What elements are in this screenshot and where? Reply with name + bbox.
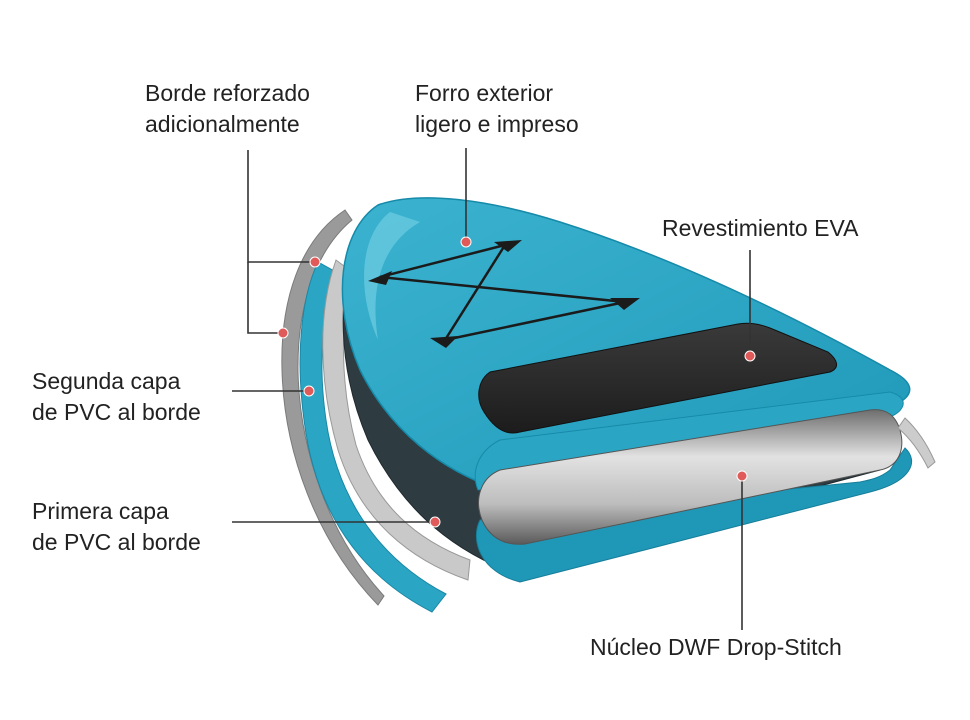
deck-highlight bbox=[364, 212, 420, 340]
marker-borde-upper bbox=[309, 256, 321, 268]
anchor-4 bbox=[430, 336, 458, 348]
anchor-1 bbox=[368, 271, 392, 285]
marker-primera bbox=[429, 516, 441, 528]
board-bottom-rail bbox=[475, 447, 913, 583]
marker-segunda bbox=[303, 385, 315, 397]
anchor-2 bbox=[494, 240, 522, 252]
bungee-cords bbox=[379, 243, 626, 342]
inner-pvc-strip-gray bbox=[322, 259, 471, 581]
label-segunda-line2: de PVC al borde bbox=[32, 399, 201, 425]
label-segunda-line1: Segunda capa bbox=[32, 368, 181, 394]
marker-eva bbox=[744, 350, 756, 362]
label-nucleo: Núcleo DWF Drop-Stitch bbox=[590, 632, 842, 663]
label-segunda: Segunda capa de PVC al borde bbox=[32, 366, 201, 428]
label-forro: Forro exterior ligero e impreso bbox=[415, 78, 579, 140]
label-forro-line1: Forro exterior bbox=[415, 80, 554, 106]
leader-borde bbox=[247, 150, 315, 263]
label-eva-line1: Revestimiento EVA bbox=[662, 215, 859, 241]
anchor-3 bbox=[610, 298, 640, 310]
label-primera: Primera capa de PVC al borde bbox=[32, 496, 201, 558]
label-borde-line2: adicionalmente bbox=[145, 111, 300, 137]
leader-lines bbox=[232, 148, 751, 630]
outer-pvc-strip-teal bbox=[299, 261, 447, 613]
marker-nucleo bbox=[736, 470, 748, 482]
label-forro-line2: ligero e impreso bbox=[415, 111, 579, 137]
drop-stitch-core bbox=[478, 409, 903, 545]
leader-borde-lower bbox=[247, 262, 283, 334]
marker-forro bbox=[460, 236, 472, 248]
outer-pvc-strip-gray bbox=[281, 209, 385, 606]
tail-strip bbox=[897, 417, 936, 469]
eva-pad bbox=[478, 322, 837, 434]
marker-borde-lower bbox=[277, 327, 289, 339]
label-borde-line1: Borde reforzado bbox=[145, 80, 310, 106]
label-primera-line2: de PVC al borde bbox=[32, 529, 201, 555]
label-nucleo-line1: Núcleo DWF Drop-Stitch bbox=[590, 634, 842, 660]
markers bbox=[277, 236, 756, 528]
label-eva: Revestimiento EVA bbox=[662, 213, 858, 244]
label-borde: Borde reforzado adicionalmente bbox=[145, 78, 310, 140]
label-primera-line1: Primera capa bbox=[32, 498, 169, 524]
bungee-anchors bbox=[368, 240, 640, 348]
